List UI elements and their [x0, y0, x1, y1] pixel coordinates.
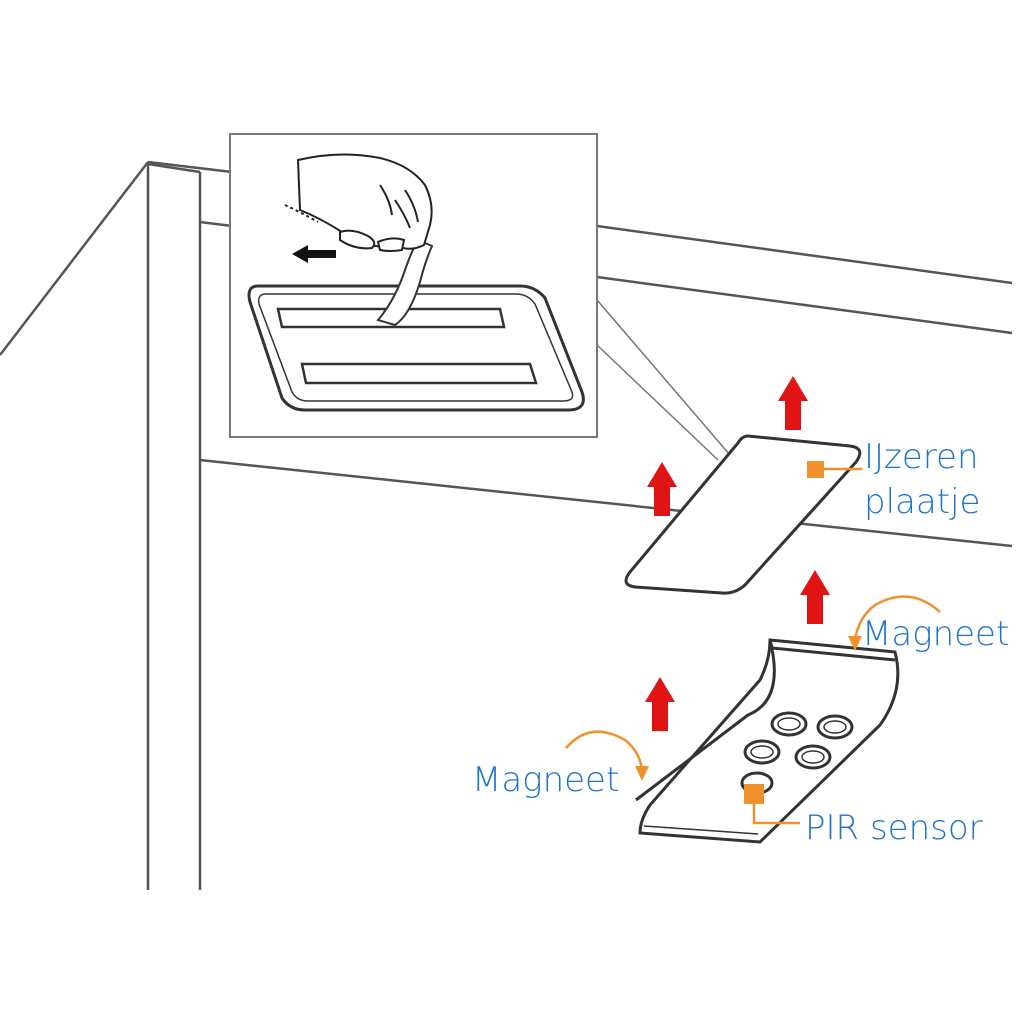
magnet-right-curve [853, 595, 941, 641]
hand-peeling-tape-icon [284, 153, 433, 252]
pir-marker [744, 784, 764, 804]
arrow-up-icon [800, 570, 830, 624]
arrow-up-icon [645, 677, 675, 731]
arrow-up-icon [778, 376, 808, 430]
cabinet-top-rail [596, 224, 1013, 285]
adhesive-strip-bottom [300, 362, 538, 385]
inset-detail [229, 133, 731, 461]
sensor-hole [770, 711, 808, 737]
iron-plate-label-line1: IJzeren [864, 437, 979, 477]
peeling-tape [376, 238, 434, 327]
magnet-left-arrowhead [635, 766, 649, 781]
sensor-hole [794, 744, 832, 770]
arrow-up-icon [647, 462, 677, 516]
inset-plate-inner [257, 293, 574, 402]
zoom-line-bottom [596, 344, 719, 461]
pir-leader [752, 804, 800, 825]
cabinet-shelf-line [199, 458, 1013, 548]
cabinet-top-edge [147, 160, 233, 174]
pir-sensor-label: PIR sensor [805, 808, 983, 848]
lift-arrows [645, 376, 830, 731]
inset-plate [247, 284, 585, 412]
magnet-left-label: Magneet [472, 760, 619, 800]
cabinet-left-edge [0, 161, 149, 356]
cabinet-corner [147, 162, 201, 174]
magnet-right-label: Magneet [862, 614, 1009, 654]
cabinet-shelf-edge-a [199, 220, 233, 228]
zoom-line-top [596, 299, 731, 456]
magnet-left-curve [565, 730, 644, 771]
labels: IJzeren plaatje Magneet Magneet PIR sens… [472, 437, 1009, 848]
iron-plate-marker [807, 461, 824, 478]
arrow-left-icon [292, 245, 336, 263]
sensor-hole [816, 714, 854, 740]
iron-plate [624, 434, 862, 595]
magnet-right-arrowhead [848, 636, 862, 651]
sensor-hole [743, 739, 781, 765]
cabinet-outline [0, 160, 1013, 890]
pir-sensor-unit [635, 638, 900, 844]
cabinet-top-rail-lower [596, 275, 1013, 335]
callouts [565, 461, 941, 825]
iron-plate-label-line2: plaatje [864, 482, 980, 522]
